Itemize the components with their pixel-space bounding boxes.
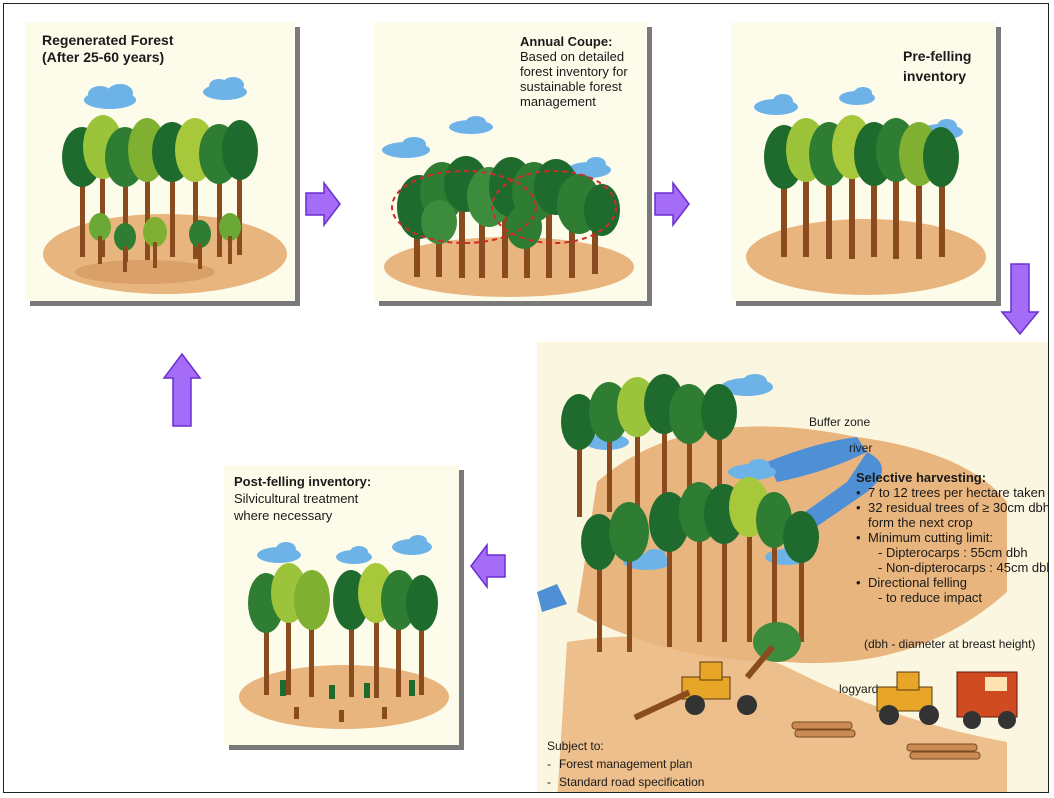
dash-icon: - [547, 755, 551, 773]
annual-coupe-line-1: Based on detailed [520, 49, 628, 64]
harvesting-rule-item: • 32 residual trees of ≥ 30cm dbh to [856, 500, 1049, 515]
harvesting-rule-text: - to reduce impact [878, 590, 982, 605]
bullet-icon: • [856, 500, 861, 515]
harvesting-rule-text: Directional felling [868, 575, 967, 590]
diagram-frame: Regenerated Forest (After 25-60 years) [3, 3, 1049, 793]
harvesting-rule-text: - Non-dipterocarps : 45cm dbh [878, 560, 1049, 575]
logyard-label: logyard [839, 682, 878, 697]
harvesting-rule-text: - Dipterocarps : 55cm dbh [878, 545, 1028, 560]
harvesting-rule-text: Minimum cutting limit: [868, 530, 993, 545]
panel-annual-coupe: Annual Coupe: Based on detailed forest i… [374, 22, 647, 301]
harvesting-rule-item: - Non-dipterocarps : 45cm dbh [856, 560, 1049, 575]
post-felling-text: Post-felling inventory: Silvicultural tr… [234, 473, 371, 524]
selective-harvesting-text: Selective harvesting: • 7 to 12 trees per… [856, 470, 1049, 605]
pre-felling-title: Pre-felling inventory [903, 46, 971, 86]
post-felling-title: Post-felling inventory: [234, 473, 371, 490]
annual-coupe-line-4: management [520, 94, 628, 109]
annual-coupe-title: Annual Coupe: [520, 34, 628, 49]
arrow-up-icon [162, 352, 202, 428]
panel-regenerated-forest: Regenerated Forest (After 25-60 years) [25, 22, 295, 301]
harvesting-rule-item: form the next crop [856, 515, 1049, 530]
annual-coupe-line-2: forest inventory for [520, 64, 628, 79]
panel-post-felling: Post-felling inventory: Silvicultural tr… [224, 465, 459, 745]
bullet-icon: • [856, 575, 861, 590]
annual-coupe-text: Annual Coupe: Based on detailed forest i… [520, 34, 628, 109]
dash-icon: - [547, 773, 551, 791]
harvesting-rule-item: • 7 to 12 trees per hectare taken out [856, 485, 1049, 500]
bullet-icon: • [856, 530, 861, 545]
bullet-icon: • [856, 485, 861, 500]
dash-icon: - [547, 791, 551, 793]
regenerated-forest-title: Regenerated Forest (After 25-60 years) [42, 32, 173, 66]
harvesting-rule-item: • Directional felling [856, 575, 1049, 590]
title-line-1: Regenerated Forest [42, 32, 173, 49]
annual-coupe-line-3: sustainable forest [520, 79, 628, 94]
title-line-2: (After 25-60 years) [42, 49, 173, 66]
title-line-2: inventory [903, 66, 971, 86]
arrow-right-icon [304, 181, 342, 227]
arrow-left-icon [469, 543, 507, 589]
selective-harvesting-heading: Selective harvesting: [856, 470, 1049, 485]
harvesting-rule-text: 7 to 12 trees per hectare taken out [868, 485, 1049, 500]
subject-to-list: -Forest management plan-Standard road sp… [547, 755, 715, 793]
harvesting-rule-item: - to reduce impact [856, 590, 1049, 605]
panel-pre-felling: Pre-felling inventory [731, 22, 996, 301]
arrow-right-icon [653, 181, 691, 227]
harvesting-rule-item: - Dipterocarps : 55cm dbh [856, 545, 1049, 560]
subject-to-heading: Subject to: [547, 737, 715, 755]
panel-selective-harvesting: Buffer zone river Selective harvesting: … [537, 342, 1049, 793]
subject-to-item: - Standard road specification [547, 773, 715, 791]
subject-to-item: -Forest harvesting procedures [547, 791, 715, 793]
harvesting-rules-list: • 7 to 12 trees per hectare taken out • 32 … [856, 485, 1049, 605]
subject-to-text: Standard road specification [559, 775, 704, 789]
title-line-1: Pre-felling [903, 46, 971, 66]
harvesting-rule-item: • Minimum cutting limit: [856, 530, 1049, 545]
buffer-zone-label: Buffer zone [809, 415, 870, 430]
river-label: river [849, 441, 872, 456]
post-felling-line-1: Silvicultural treatment [234, 490, 371, 507]
subject-to-block: Subject to: -Forest management plan-Stan… [547, 737, 715, 793]
harvesting-rule-text: 32 residual trees of ≥ 30cm dbh to [868, 500, 1049, 515]
arrow-down-icon [1000, 262, 1040, 338]
harvesting-rule-text: form the next crop [868, 515, 973, 530]
post-felling-line-2: where necessary [234, 507, 371, 524]
subject-to-item: -Forest management plan [547, 755, 715, 773]
dbh-note: (dbh - diameter at breast height) [864, 637, 1035, 652]
subject-to-text: Forest management plan [559, 757, 692, 771]
